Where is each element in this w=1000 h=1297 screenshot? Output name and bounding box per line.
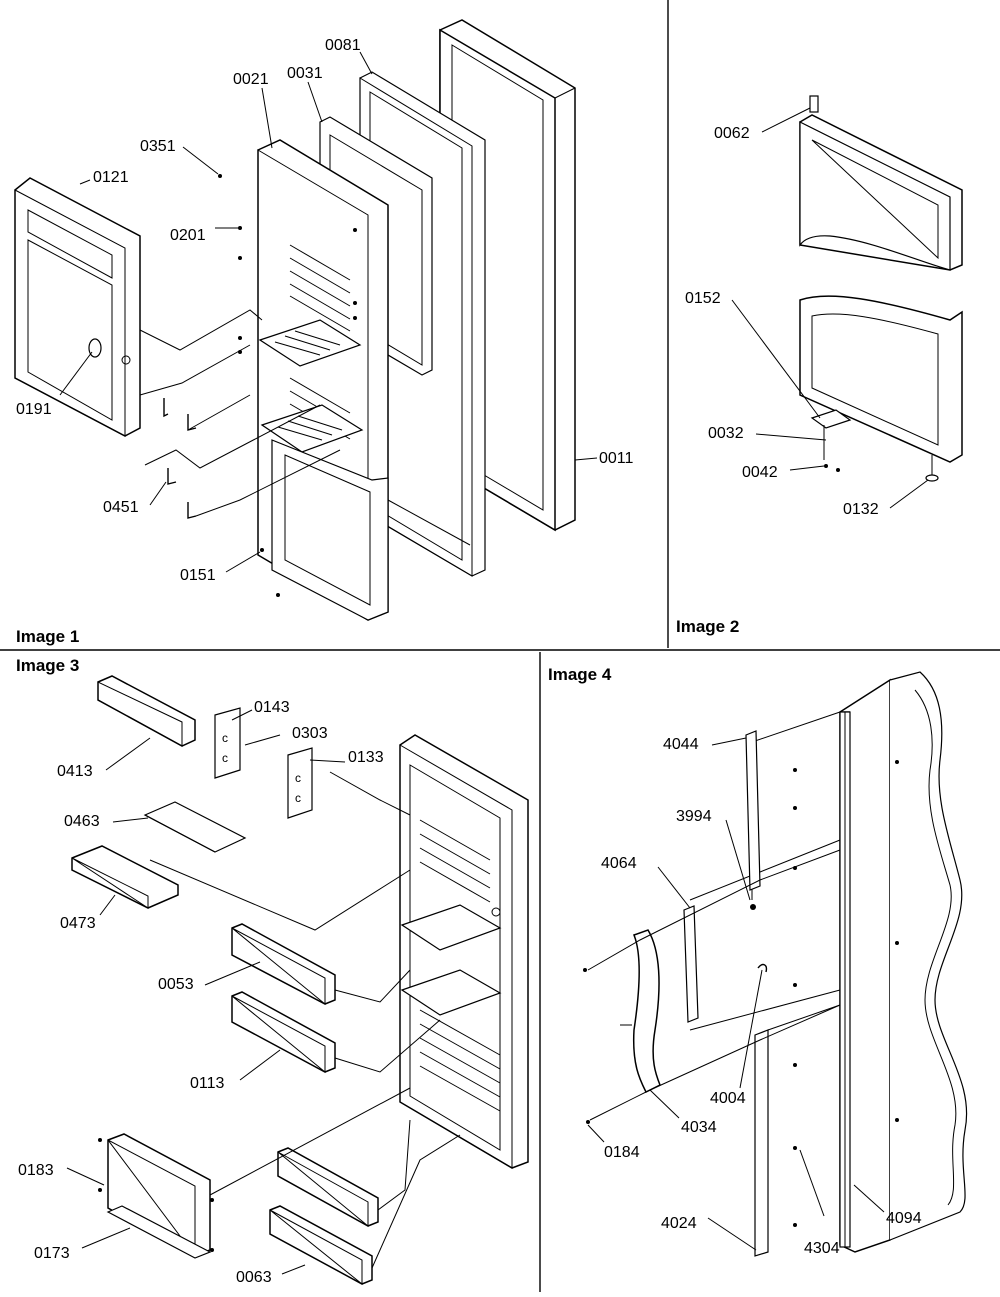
label-0062: 0062 bbox=[714, 125, 750, 142]
part-0113-door-bin bbox=[231, 991, 336, 1074]
image3-panel: Image 3 bbox=[16, 656, 529, 1286]
label-4044: 4044 bbox=[663, 736, 699, 753]
part-0143-bracket: c c c c bbox=[214, 707, 313, 819]
label-0021: 0021 bbox=[233, 71, 269, 88]
image2-leaders bbox=[731, 107, 929, 509]
label-4304: 4304 bbox=[804, 1240, 840, 1257]
image1-labels: 0081 0021 0031 0351 0121 0201 0191 0011 … bbox=[16, 37, 634, 584]
label-0173: 0173 bbox=[34, 1245, 70, 1262]
part-door-bottom-fragment bbox=[799, 295, 963, 463]
door-screws bbox=[583, 760, 899, 1227]
part-4034-handle bbox=[620, 929, 661, 1094]
label-0113: 0113 bbox=[190, 1075, 225, 1092]
image4-panel: Image 4 bbox=[548, 665, 968, 1257]
part-0063-door-bins bbox=[269, 1147, 379, 1286]
part-0473-bin bbox=[71, 845, 179, 909]
label-0183: 0183 bbox=[18, 1162, 54, 1179]
label-0413: 0413 bbox=[57, 763, 93, 780]
part-4044-trim bbox=[745, 730, 761, 891]
svg-text:c: c bbox=[295, 771, 301, 785]
part-0173-cover bbox=[98, 1133, 214, 1259]
part-door-top-fragment bbox=[799, 95, 963, 271]
label-0451: 0451 bbox=[103, 499, 139, 516]
part-0413-bin bbox=[97, 675, 196, 747]
part-4004-clip bbox=[750, 904, 768, 973]
label-4064: 4064 bbox=[601, 855, 637, 872]
part-dispenser-frame bbox=[14, 177, 141, 437]
label-0031: 0031 bbox=[287, 65, 323, 82]
image2-labels: 0062 0152 0032 0042 0132 bbox=[685, 125, 879, 518]
image4-leaders bbox=[587, 737, 885, 1251]
label-4034: 4034 bbox=[681, 1119, 717, 1136]
image3-title: Image 3 bbox=[16, 656, 79, 675]
label-4024: 4024 bbox=[661, 1215, 697, 1232]
liner-screws bbox=[218, 174, 357, 597]
label-3994: 3994 bbox=[676, 808, 712, 825]
svg-text:c: c bbox=[222, 751, 228, 765]
image3-leaders bbox=[66, 709, 461, 1275]
label-0133: 0133 bbox=[348, 749, 384, 766]
label-0303: 0303 bbox=[292, 725, 328, 742]
image4-labels: 4044 3994 4064 4004 4034 0184 4024 4304 … bbox=[601, 736, 922, 1257]
label-0473: 0473 bbox=[60, 915, 96, 932]
part-liner-assembly bbox=[399, 734, 529, 1169]
label-0053: 0053 bbox=[158, 976, 194, 993]
label-0011: 0011 bbox=[599, 450, 634, 467]
part-hinge-assembly bbox=[810, 409, 939, 482]
label-0143: 0143 bbox=[254, 699, 290, 716]
part-0463-shelf bbox=[143, 801, 247, 853]
label-0063: 0063 bbox=[236, 1269, 272, 1286]
image1-leaders bbox=[59, 51, 598, 573]
label-0191: 0191 bbox=[16, 401, 52, 418]
image2-panel: Image 2 bbox=[676, 95, 963, 636]
label-0351: 0351 bbox=[140, 138, 176, 155]
label-0042: 0042 bbox=[742, 464, 778, 481]
image4-title: Image 4 bbox=[548, 665, 612, 684]
label-0152: 0152 bbox=[685, 290, 721, 307]
part-4064-trim bbox=[683, 905, 699, 1023]
label-0151: 0151 bbox=[180, 567, 216, 584]
image1-title: Image 1 bbox=[16, 627, 79, 646]
part-brackets bbox=[163, 398, 197, 519]
svg-text:c: c bbox=[222, 731, 228, 745]
image3-labels: 0143 0303 0413 0133 0463 0473 0053 0113 … bbox=[18, 699, 384, 1286]
label-0081: 0081 bbox=[325, 37, 361, 54]
label-4094: 4094 bbox=[886, 1210, 922, 1227]
label-0121: 0121 bbox=[93, 169, 129, 186]
image2-title: Image 2 bbox=[676, 617, 739, 636]
part-0053-door-bin bbox=[231, 923, 336, 1006]
svg-text:c: c bbox=[295, 791, 301, 805]
image1-panel: Image 1 bbox=[14, 19, 634, 646]
label-4004: 4004 bbox=[710, 1090, 746, 1107]
label-0032: 0032 bbox=[708, 425, 744, 442]
label-0132: 0132 bbox=[843, 501, 879, 518]
part-door-liner bbox=[218, 139, 389, 621]
label-0201: 0201 bbox=[170, 227, 206, 244]
label-0463: 0463 bbox=[64, 813, 100, 830]
part-door-outline bbox=[839, 671, 968, 1253]
label-0184: 0184 bbox=[604, 1144, 640, 1161]
